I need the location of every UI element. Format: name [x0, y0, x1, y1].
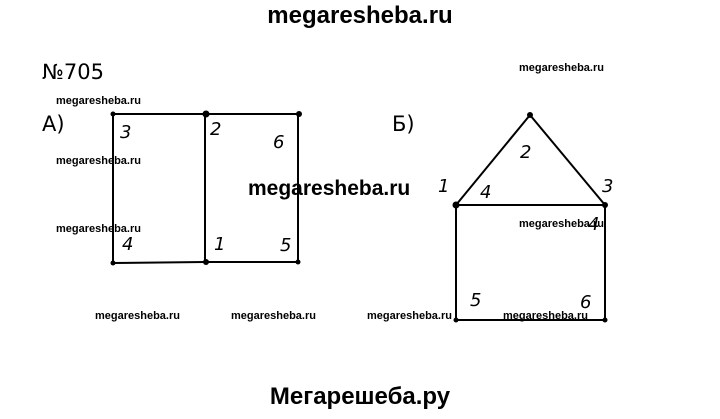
vertex-label: 2	[210, 119, 221, 140]
watermark: megaresheba.ru	[519, 218, 604, 230]
watermark-large: megaresheba.ru	[248, 177, 411, 200]
vertex-dot	[295, 259, 301, 265]
vertex-label: 4	[480, 182, 491, 203]
site-footer: Мегарешеба.ру	[269, 383, 451, 410]
watermark: megaresheba.ru	[56, 95, 141, 107]
vertex-label: 3	[602, 176, 613, 197]
problem-number: №705	[42, 60, 104, 84]
vertex-label: 3	[120, 122, 131, 143]
vertex-dot	[110, 111, 116, 117]
vertex-label: 6	[273, 132, 284, 153]
vertex-label: 5	[280, 235, 291, 256]
vertex-dot	[602, 202, 608, 208]
figure-b-vertices	[452, 112, 608, 323]
part-a-label: А)	[42, 112, 65, 136]
watermark: megaresheba.ru	[367, 310, 452, 322]
vertex-dot	[202, 110, 210, 118]
vertex-label: 2	[520, 142, 531, 163]
figure-a-vertices	[110, 110, 302, 266]
vertex-label: 5	[470, 290, 481, 311]
part-b-label: Б)	[392, 112, 415, 136]
figure-a-labels: 3 2 6 4 1 5	[120, 119, 291, 256]
watermark: megaresheba.ru	[231, 310, 316, 322]
vertex-dot	[203, 259, 209, 265]
edge	[112, 261, 206, 264]
vertex-label: 4	[588, 214, 599, 235]
watermark: megaresheba.ru	[519, 62, 604, 74]
figure-b-labels: 2 1 4 3 4 5 6	[438, 142, 613, 313]
vertex-label: 1	[438, 176, 449, 197]
vertex-dot	[602, 317, 608, 323]
vertex-dot	[452, 201, 460, 209]
vertex-dot	[527, 112, 533, 118]
watermark: megaresheba.ru	[56, 155, 141, 167]
vertex-dot	[453, 317, 459, 323]
watermark: megaresheba.ru	[56, 223, 141, 235]
vertex-dot	[110, 260, 116, 266]
edge	[455, 114, 531, 206]
watermark: megaresheba.ru	[95, 310, 180, 322]
vertex-label: 1	[214, 234, 225, 255]
vertex-label: 6	[580, 292, 591, 313]
vertex-label: 4	[122, 234, 133, 255]
figure-b	[455, 114, 606, 321]
edge	[529, 114, 606, 206]
figure-a	[112, 113, 299, 264]
site-header: megaresheba.ru	[267, 2, 453, 29]
vertex-dot	[296, 111, 302, 117]
